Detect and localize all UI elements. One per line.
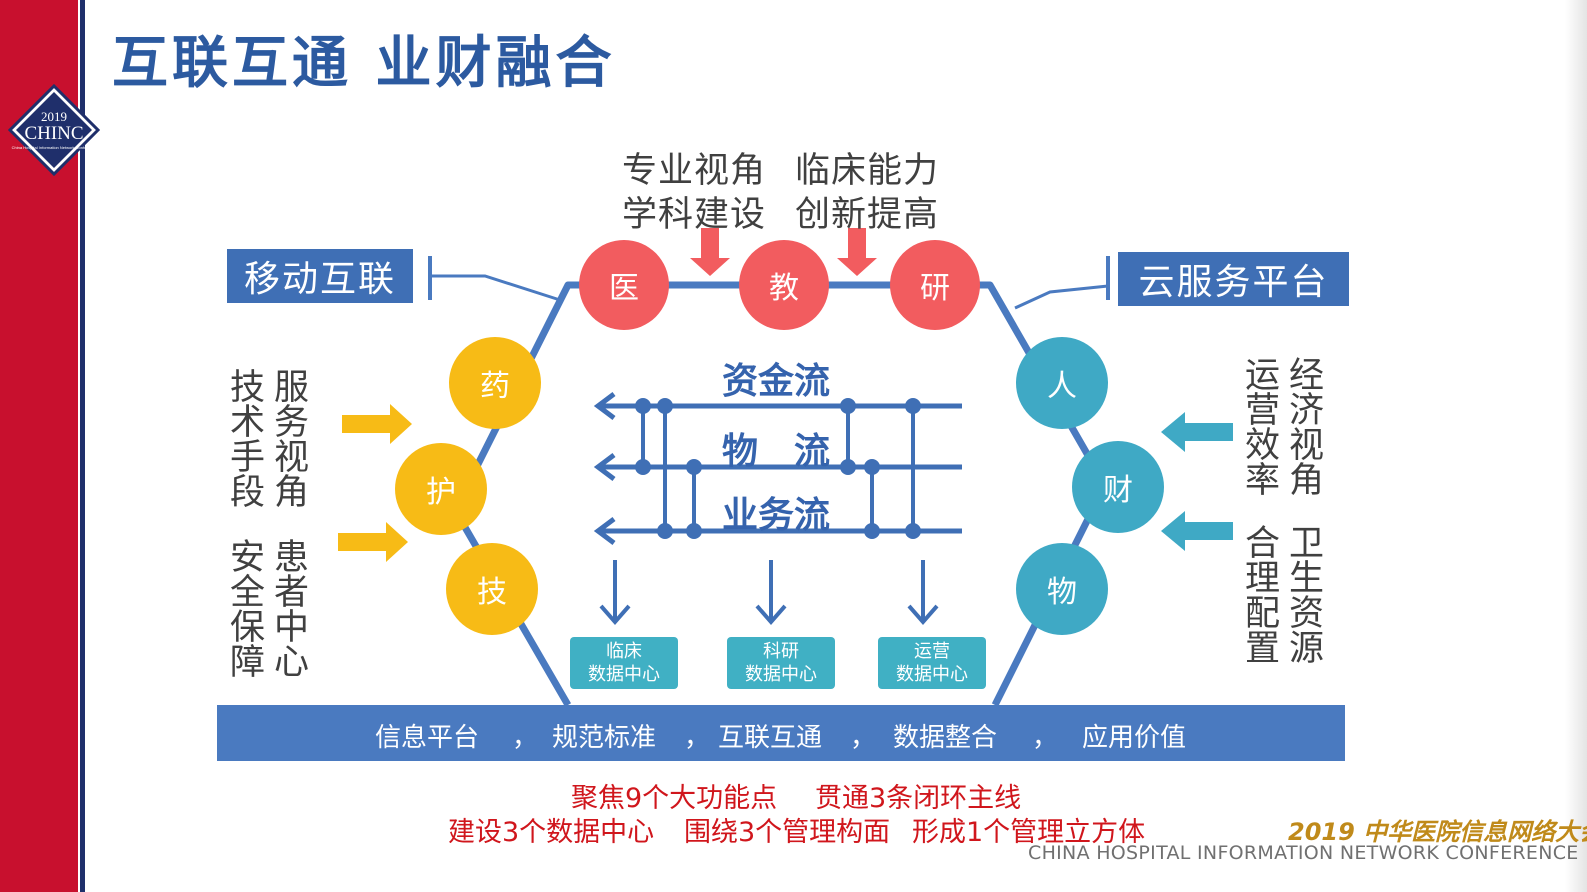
- data-center-research-line1: 科研: [763, 641, 799, 662]
- side-rational-allocation: 合理配置: [1239, 524, 1279, 664]
- page-title: 互联互通 业财融合: [112, 31, 616, 96]
- red-arrow-2: [837, 228, 877, 276]
- data-center-operation: 运营 数据中心: [878, 637, 986, 689]
- bar-separator-4: ，: [1032, 723, 1059, 753]
- bar-separator-1: ，: [512, 723, 539, 753]
- data-center-clinical: 临床 数据中心: [570, 637, 678, 689]
- note-clinical-ability: 临床能力: [795, 151, 940, 191]
- teal-arrow-2: [1161, 511, 1233, 551]
- data-center-operation-line1: 运营: [914, 641, 950, 662]
- side-patient-center: 患者中心: [268, 538, 308, 678]
- bar-item-interconnect: 互联互通: [718, 723, 823, 753]
- flow-label-capital: 资金流: [722, 361, 831, 402]
- footer-conference-en: CHINA HOSPITAL INFORMATION NETWORK CONFE…: [1028, 842, 1579, 864]
- logo-name: CHINC: [24, 123, 83, 144]
- circle-drug: 药: [449, 337, 541, 429]
- note-professional-view: 专业视角: [622, 151, 767, 191]
- footer-conference-cn: 2019 中华医院信息网络大会: [1288, 818, 1587, 846]
- left-navy-line: [80, 0, 85, 892]
- data-center-research: 科研 数据中心: [727, 637, 835, 689]
- tag-cloud-platform: 云服务平台: [1118, 252, 1349, 306]
- bar-item-info-platform: 信息平台: [375, 723, 480, 753]
- right-edge-shadow: [1565, 0, 1587, 892]
- circle-nursing: 护: [395, 443, 487, 535]
- tag-mobile-internet: 移动互联: [227, 249, 413, 303]
- side-tech-means: 技术手段: [224, 368, 264, 508]
- bottom-platform-bar: [217, 705, 1345, 761]
- connector-right: [1014, 284, 1109, 310]
- data-center-operation-line2: 数据中心: [896, 664, 968, 685]
- note-discipline: 学科建设: [622, 195, 767, 235]
- bar-item-application-value: 应用价值: [1082, 723, 1187, 753]
- note-innovation: 创新提高: [795, 195, 940, 235]
- circle-education: 教: [739, 240, 829, 330]
- red-arrow-1: [690, 228, 730, 276]
- bar-item-data-integration: 数据整合: [893, 723, 998, 753]
- data-center-clinical-line1: 临床: [606, 641, 642, 662]
- yellow-arrow-1: [342, 404, 412, 444]
- circle-medicine: 医: [579, 240, 669, 330]
- side-service-view: 服务视角: [268, 368, 308, 508]
- circle-research: 研: [890, 240, 980, 330]
- data-center-clinical-line2: 数据中心: [588, 664, 660, 685]
- data-center-research-line2: 数据中心: [745, 664, 817, 685]
- circle-finance: 财: [1072, 441, 1164, 533]
- bar-item-standards: 规范标准: [552, 723, 657, 753]
- circle-technology: 技: [446, 543, 538, 635]
- summary-connect: 贯通3条闭环主线: [815, 783, 1022, 814]
- side-economic-view: 经济视角: [1283, 356, 1323, 496]
- bar-separator-2: ，: [684, 723, 711, 753]
- summary-build: 建设3个数据中心: [448, 817, 655, 848]
- flow-label-material: 物 流: [722, 431, 831, 472]
- bar-separator-3: ，: [850, 723, 877, 753]
- connector-left: [430, 274, 561, 302]
- logo-subtitle: China Hospital Information Network Confe…: [12, 145, 97, 150]
- summary-around: 围绕3个管理构面: [684, 817, 891, 848]
- side-safety: 安全保障: [224, 538, 264, 678]
- side-operation-efficiency: 运营效率: [1239, 356, 1279, 496]
- teal-arrow-1: [1161, 412, 1233, 452]
- side-health-resources: 卫生资源: [1283, 524, 1323, 664]
- circle-materials: 物: [1016, 543, 1108, 635]
- flow-label-business: 业务流: [722, 495, 831, 536]
- circle-people: 人: [1016, 337, 1108, 429]
- summary-focus: 聚焦9个大功能点: [571, 783, 778, 814]
- summary-form: 形成1个管理立方体: [912, 817, 1146, 848]
- logo-year: 2019: [41, 109, 67, 124]
- yellow-arrow-2: [338, 522, 408, 562]
- chinc-logo: 2019 CHINC China Hospital Information Ne…: [7, 83, 101, 177]
